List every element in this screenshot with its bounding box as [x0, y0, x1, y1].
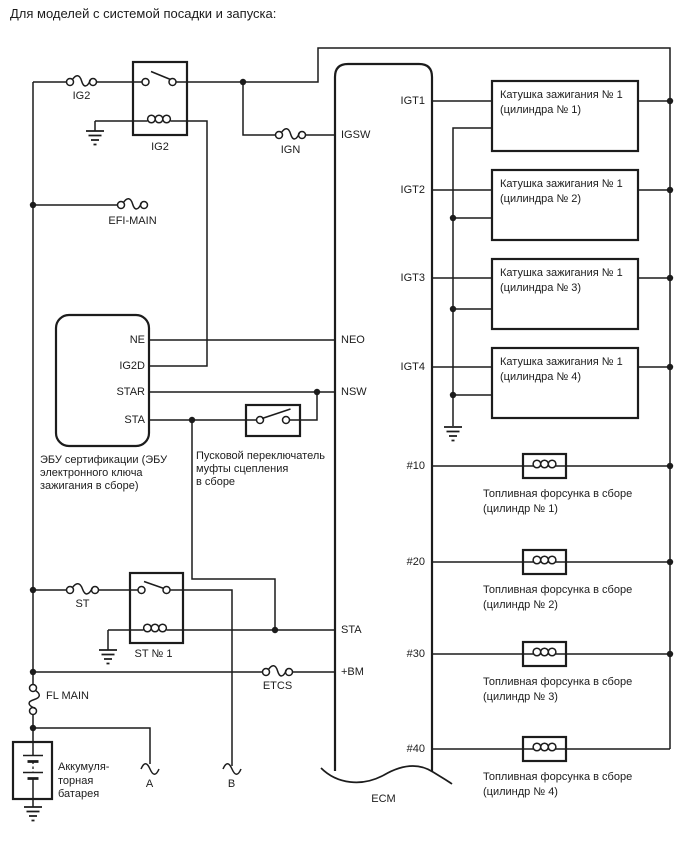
st1-relay-coil-icon	[142, 623, 168, 633]
ignition-coil-label-4: Катушка зажигания № 1 (цилиндра № 4)	[500, 356, 623, 383]
ecm-pin-nsw: NSW	[341, 386, 367, 398]
relay-st1-label: ST № 1	[134, 648, 173, 660]
wires	[32, 47, 671, 766]
ig2-relay-coil-icon	[146, 114, 172, 124]
cert-pin-ne: NE	[129, 334, 145, 346]
connector-a-icon	[140, 763, 160, 775]
ecm-pin-40: #40	[406, 743, 425, 755]
st1-relay-switch-icon	[137, 580, 171, 595]
ecm-pin-20: #20	[406, 556, 425, 568]
cert-pin-star: STAR	[116, 386, 145, 398]
injector-box-4	[521, 735, 568, 763]
ignition-coil-box-2	[490, 168, 640, 242]
cert-pin-sta: STA	[124, 414, 145, 426]
ground-icon-ig2-relay	[86, 130, 104, 146]
ecm-pin-igt1: IGT1	[400, 95, 425, 107]
ecm-pin-igsw: IGSW	[341, 129, 371, 141]
injector-box-1	[521, 452, 568, 480]
st-fuse-icon	[65, 582, 100, 595]
battery-plates-long	[23, 742, 43, 807]
ecm-pin-10: #10	[406, 460, 425, 472]
injector-coil-icon-1	[532, 459, 557, 469]
ig2-relay-box	[131, 60, 189, 137]
injector-label-1: Топливная форсунка в сборе (цилиндр № 1)	[483, 488, 633, 515]
clutch-start-switch-box	[244, 403, 302, 438]
ecm-label: ECM	[371, 793, 396, 805]
certification-ecu-label: ЭБУ сертификации (ЭБУ электронного ключа…	[40, 454, 168, 492]
ignition-coil-box-1	[490, 79, 640, 153]
battery-symbol	[23, 742, 43, 807]
ground-icon-coils	[444, 426, 462, 442]
ig2-fuse-icon	[65, 74, 98, 87]
fuse-ign-label: IGN	[280, 144, 301, 156]
battery-plates-short	[27, 760, 39, 780]
ignition-coil-box-4	[490, 346, 640, 420]
ignition-coil-label-2: Катушка зажигания № 1 (цилиндра № 2)	[500, 178, 623, 205]
clutch-switch-contact-icon	[255, 408, 291, 425]
junction-dots	[29, 78, 674, 732]
ig2-relay-switch-icon	[141, 70, 177, 87]
ecm-pin-igt3: IGT3	[400, 272, 425, 284]
connector-b-icon	[222, 763, 242, 775]
injector-label-4: Топливная форсунка в сборе (цилиндр № 4)	[483, 771, 633, 798]
certification-ecu-outline	[54, 313, 151, 448]
relay-ig2-label: IG2	[151, 141, 169, 153]
connector-a-label: A	[145, 778, 154, 790]
ecm-pin-bm: +BM	[341, 666, 364, 678]
ground-icon-battery	[24, 806, 42, 822]
fl-main-fusible-link-icon	[28, 683, 41, 716]
fuse-efi-main-label: EFI-MAIN	[108, 215, 157, 227]
ecm-pin-sta: STA	[341, 624, 362, 636]
ecm-outline	[333, 62, 434, 771]
cert-pin-ig2d: IG2D	[119, 360, 145, 372]
battery-label: Аккумуля- торная батарея	[58, 761, 110, 800]
ign-fuse-icon	[274, 127, 307, 140]
wire-paths	[32, 47, 671, 766]
ecm-break-wave	[320, 765, 453, 785]
injector-box-2	[521, 548, 568, 576]
page-title: Для моделей с системой посадки и запуска…	[10, 6, 277, 21]
injector-label-2: Топливная форсунка в сборе (цилиндр № 2)	[483, 584, 633, 611]
connector-b-label: B	[227, 778, 236, 790]
efi-main-fuse-icon	[116, 197, 149, 210]
injector-box-3	[521, 640, 568, 668]
etcs-fuse-icon	[261, 664, 294, 677]
injector-label-3: Топливная форсунка в сборе (цилиндр № 3)	[483, 676, 633, 703]
ignition-coil-label-1: Катушка зажигания № 1 (цилиндра № 1)	[500, 89, 623, 116]
ecm-pin-igt2: IGT2	[400, 184, 425, 196]
fuse-ig2-label: IG2	[72, 90, 91, 102]
fuse-st-label: ST	[75, 598, 90, 610]
ignition-coil-label-3: Катушка зажигания № 1 (цилиндра № 3)	[500, 267, 623, 294]
injector-coil-icon-4	[532, 742, 557, 752]
injector-coil-icon-3	[532, 647, 557, 657]
ground-icon-st1-relay	[99, 649, 117, 665]
ecm-pin-neo: NEO	[341, 334, 365, 346]
fuse-etcs-label: ETCS	[262, 680, 293, 692]
clutch-start-switch-label: Пусковой переключатель муфты сцепления в…	[196, 450, 325, 488]
ignition-coil-box-3	[490, 257, 640, 331]
ecm-pin-30: #30	[406, 648, 425, 660]
ecm-pin-igt4: IGT4	[400, 361, 425, 373]
st1-relay-box	[128, 571, 185, 645]
fusible-link-label: FL MAIN	[46, 690, 89, 702]
injector-coil-icon-2	[532, 555, 557, 565]
